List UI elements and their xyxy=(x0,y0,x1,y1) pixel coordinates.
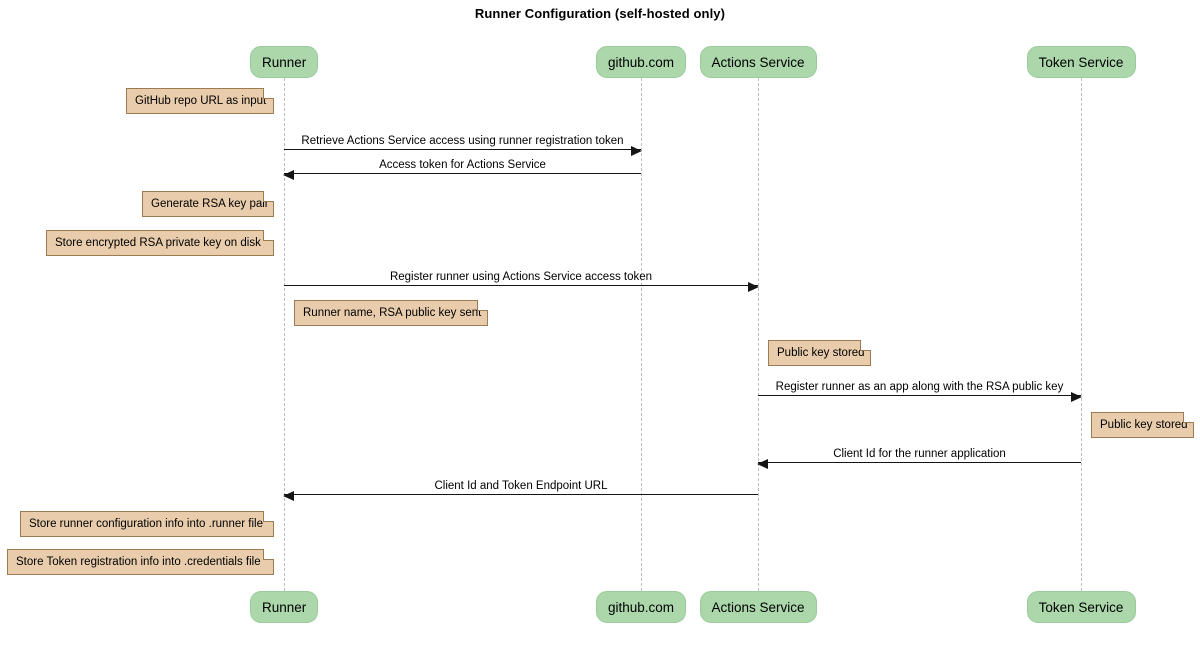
message-line-m6 xyxy=(284,494,758,495)
note-text: GitHub repo URL as input xyxy=(135,95,267,107)
participant-header-token[interactable]: Token Service xyxy=(1026,46,1136,78)
note-text: Generate RSA key pair xyxy=(151,198,269,210)
message-line-m5 xyxy=(758,462,1081,463)
participant-header-runner[interactable]: Runner xyxy=(250,46,318,78)
note-n8: Store Token registration info into .cred… xyxy=(7,549,274,575)
note-text: Public key stored xyxy=(1100,419,1188,431)
note-fold-corner-icon xyxy=(860,340,871,351)
participant-header-actions[interactable]: Actions Service xyxy=(699,46,817,78)
arrow-head-icon xyxy=(748,281,759,292)
arrow-head-icon xyxy=(757,458,768,469)
message-label-m4: Register runner as an app along with the… xyxy=(775,381,1064,393)
arrow-head-icon xyxy=(283,169,294,180)
message-m1: Retrieve Actions Service access using ru… xyxy=(284,128,642,156)
note-fold-corner-icon xyxy=(1183,412,1194,423)
message-label-m1: Retrieve Actions Service access using ru… xyxy=(301,135,624,147)
note-n5: Public key stored xyxy=(768,340,871,366)
note-n3: Store encrypted RSA private key on disk xyxy=(46,230,274,256)
note-text: Store runner configuration info into .ru… xyxy=(29,518,263,530)
diagram-title: Runner Configuration (self-hosted only) xyxy=(474,6,726,21)
note-n7: Store runner configuration info into .ru… xyxy=(20,511,274,537)
note-text: Runner name, RSA public key sent xyxy=(303,307,482,319)
participant-footer-token[interactable]: Token Service xyxy=(1026,591,1136,623)
arrow-head-icon xyxy=(1071,391,1082,402)
note-fold-corner-icon xyxy=(263,230,274,241)
note-fold-corner-icon xyxy=(263,88,274,99)
lifeline-runner xyxy=(284,78,286,591)
note-n6: Public key stored xyxy=(1091,412,1194,438)
arrow-head-icon xyxy=(631,145,642,156)
message-line-m2 xyxy=(284,173,641,174)
message-line-m1 xyxy=(284,149,641,150)
message-m2: Access token for Actions Service xyxy=(283,152,641,180)
participant-header-github[interactable]: github.com xyxy=(596,46,686,78)
message-m6: Client Id and Token Endpoint URL xyxy=(283,473,758,501)
participant-footer-github[interactable]: github.com xyxy=(596,591,686,623)
lifeline-token xyxy=(1081,78,1083,591)
message-m4: Register runner as an app along with the… xyxy=(758,374,1082,402)
message-m5: Client Id for the runner application xyxy=(757,441,1081,469)
note-n4: Runner name, RSA public key sent xyxy=(294,300,488,326)
lifeline-github xyxy=(641,78,643,591)
note-n1: GitHub repo URL as input xyxy=(126,88,274,114)
lifeline-actions xyxy=(758,78,760,591)
message-m3: Register runner using Actions Service ac… xyxy=(284,264,759,292)
arrow-head-icon xyxy=(283,490,294,501)
participant-footer-runner[interactable]: Runner xyxy=(250,591,318,623)
message-line-m3 xyxy=(284,285,758,286)
message-label-m3: Register runner using Actions Service ac… xyxy=(389,271,653,283)
message-line-m4 xyxy=(758,395,1081,396)
message-label-m5: Client Id for the runner application xyxy=(833,448,1006,460)
note-fold-corner-icon xyxy=(263,549,274,560)
note-fold-corner-icon xyxy=(263,191,274,202)
message-label-m2: Access token for Actions Service xyxy=(379,159,546,171)
note-text: Store Token registration info into .cred… xyxy=(16,556,261,568)
note-n2: Generate RSA key pair xyxy=(142,191,274,217)
note-text: Public key stored xyxy=(777,347,865,359)
participant-footer-actions[interactable]: Actions Service xyxy=(699,591,817,623)
note-fold-corner-icon xyxy=(263,511,274,522)
note-text: Store encrypted RSA private key on disk xyxy=(55,237,261,249)
note-fold-corner-icon xyxy=(477,300,488,311)
message-label-m6: Client Id and Token Endpoint URL xyxy=(434,480,608,492)
